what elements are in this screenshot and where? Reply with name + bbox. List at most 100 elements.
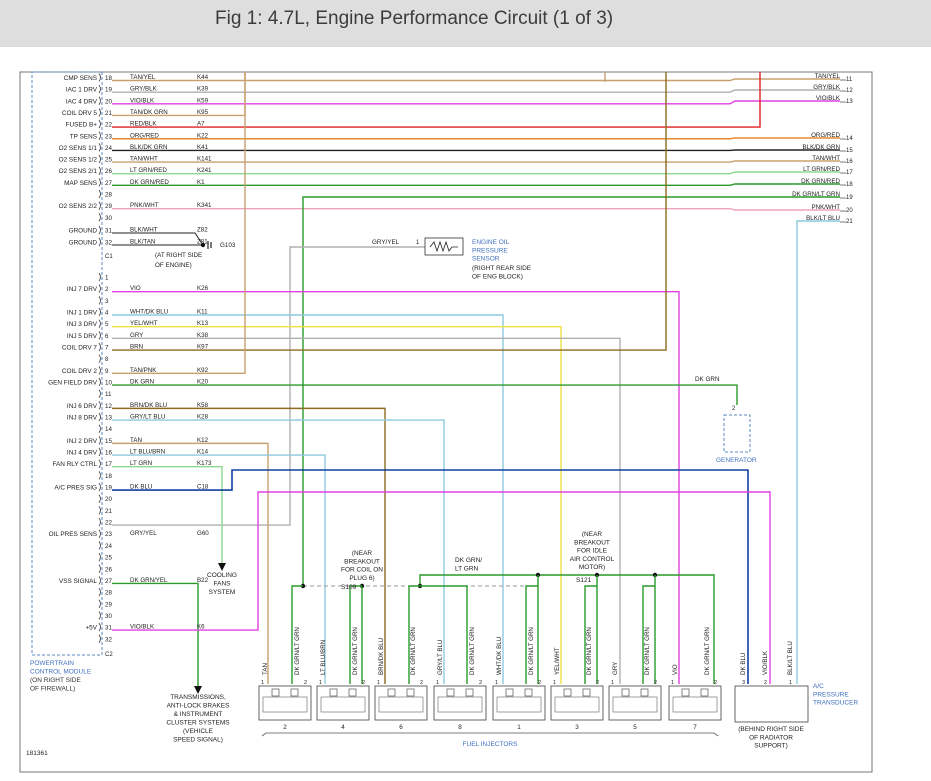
pcm-pin-function: COIL DRV 5 [62, 110, 98, 117]
pin-bracket [98, 307, 101, 317]
injector-wire-label: GRY [612, 662, 619, 675]
pin-bracket [98, 389, 101, 398]
pcm-pin-number: 6 [105, 333, 109, 340]
injector-pin: 1 [436, 680, 439, 686]
wire-lt-grn-fan-relay [112, 466, 223, 563]
ground-label: G103 [220, 242, 236, 249]
wire-color-label: ORG/RED [130, 132, 159, 139]
wire-tan-wht [112, 160, 840, 163]
oil-sensor-label: PRESSURE [472, 247, 508, 254]
wire-gry-lt-blu-inj8 [112, 419, 445, 684]
splice-s109-label: S109 [341, 584, 357, 591]
injector-body [437, 696, 483, 713]
pin-bracket [98, 366, 101, 375]
pin-bracket [98, 634, 101, 644]
circuit-id-label: C18 [197, 484, 209, 491]
circuit-id-label: K20 [197, 379, 209, 386]
wire-dk-grn-generator [112, 384, 738, 405]
wire-injector-feed [291, 585, 303, 684]
pin-bracket [98, 482, 101, 492]
pin-bracket [98, 84, 101, 94]
cooling-fans-label: COOLING [207, 572, 237, 579]
injector-number: 7 [693, 724, 697, 731]
pin-bracket [98, 412, 101, 422]
circuit-id-label: K22 [197, 132, 209, 139]
wire-color-label: BLK/DK GRN [130, 144, 167, 151]
injector-bracket [261, 732, 719, 737]
injector-terminal [348, 688, 357, 697]
circuit-id-label: K92 [197, 367, 209, 374]
transmission-note: (VEHICLE [183, 728, 214, 735]
pcm-pin-number: 32 [105, 636, 112, 643]
wire-gry-blk [112, 89, 840, 93]
right-wire-label: DK GRN/RED [801, 178, 840, 185]
fuel-injector [316, 685, 370, 721]
pcm-pin-number: 22 [105, 122, 112, 129]
injector-terminal [465, 688, 474, 697]
pcm-pin-number: 19 [105, 485, 112, 492]
wire-color-label: DK BLU [130, 484, 152, 491]
resistor-symbol [429, 240, 458, 253]
wire-color-label: BRN [130, 344, 143, 351]
injector-pin: 1 [553, 680, 556, 686]
wire-injector-feed [584, 585, 597, 684]
arrow-down-icon [194, 686, 202, 694]
wire-injector-feed [642, 585, 655, 684]
transducer-note: (BEHIND RIGHT SIDE [738, 726, 804, 733]
right-connector-number: 17 [846, 170, 853, 176]
injector-terminal [505, 688, 514, 697]
injector-number: 3 [575, 724, 579, 731]
injector-wire-label: WHT/DK BLU [496, 637, 503, 675]
pcm-pin-function: INJ 2 DRV [67, 438, 98, 445]
circuit-id-label: K59 [197, 97, 209, 104]
pcm-pin-function: INJ 8 DRV [67, 415, 98, 422]
injector-wire-label: DK GRN/LT GRN [294, 627, 301, 675]
injector-wire-label: DK GRN/LT GRN [704, 627, 711, 675]
pin-bracket [98, 237, 101, 247]
pin-bracket [98, 131, 101, 140]
right-connector-number: 12 [846, 88, 853, 94]
splice-s121-label: S121 [576, 577, 592, 584]
connector-label: C1 [105, 254, 113, 260]
fuel-injector [550, 685, 604, 721]
wire-dk-grn-yel-vss [112, 582, 199, 686]
right-wire-label: BLK/LT BLU [806, 215, 840, 222]
pcm-pin-function: O2 SENS 1/2 [59, 157, 98, 164]
pcm-pin-number: 25 [105, 157, 112, 164]
pcm-pin-function: CMP SENS [64, 75, 97, 82]
pin-bracket [98, 506, 101, 515]
pin-bracket [98, 96, 101, 106]
injector-pin: 2 [654, 680, 657, 686]
oil-sensor-note: OF ENG BLOCK) [472, 273, 523, 280]
circuit-id-label: K341 [197, 202, 212, 209]
wire-color-label: RED/BLK [130, 121, 157, 128]
injector-terminal [271, 688, 280, 697]
pcm-pin-number: 31 [105, 228, 112, 235]
wire-color-label: DK GRN/RED [130, 179, 169, 186]
transducer-note: SUPPORT) [754, 743, 787, 750]
wire-blk-lt-blu [796, 220, 840, 684]
injector-number: 4 [341, 724, 345, 731]
injector-terminal [582, 688, 591, 697]
generator-label: GENERATOR [716, 457, 757, 464]
transmission-note: CLUSTER SYSTEMS [166, 720, 230, 727]
pcm-pin-number: 20 [105, 98, 112, 105]
oil-sensor-wire-label: GRY/YEL [372, 239, 400, 246]
transducer-wire-label: DK BLU [740, 653, 747, 675]
circuit-id-label: K11 [197, 309, 208, 316]
wire-blk-wht-ground [112, 232, 204, 246]
wire-lt-blu-brn-inj4 [112, 454, 326, 684]
connector-label: C2 [105, 652, 113, 658]
pcm-pin-function: MAP SENS [64, 180, 97, 187]
figure-header-bar: Fig 1: 4.7L, Engine Performance Circuit … [0, 0, 931, 47]
right-wire-label: LT GRN/RED [803, 166, 840, 173]
injector-number: 6 [399, 724, 403, 731]
pcm-pin-number: 27 [105, 578, 112, 585]
injector-terminal [563, 688, 572, 697]
right-wire-label: DK GRN/LT GRN [792, 191, 840, 198]
injector-wire-label: DK GRN/LT GRN [410, 627, 417, 675]
injector-terminal [700, 688, 709, 697]
wire-wht-dk-blu-inj1 [112, 314, 504, 684]
transducer-note: OF RADIATOR [749, 734, 793, 741]
